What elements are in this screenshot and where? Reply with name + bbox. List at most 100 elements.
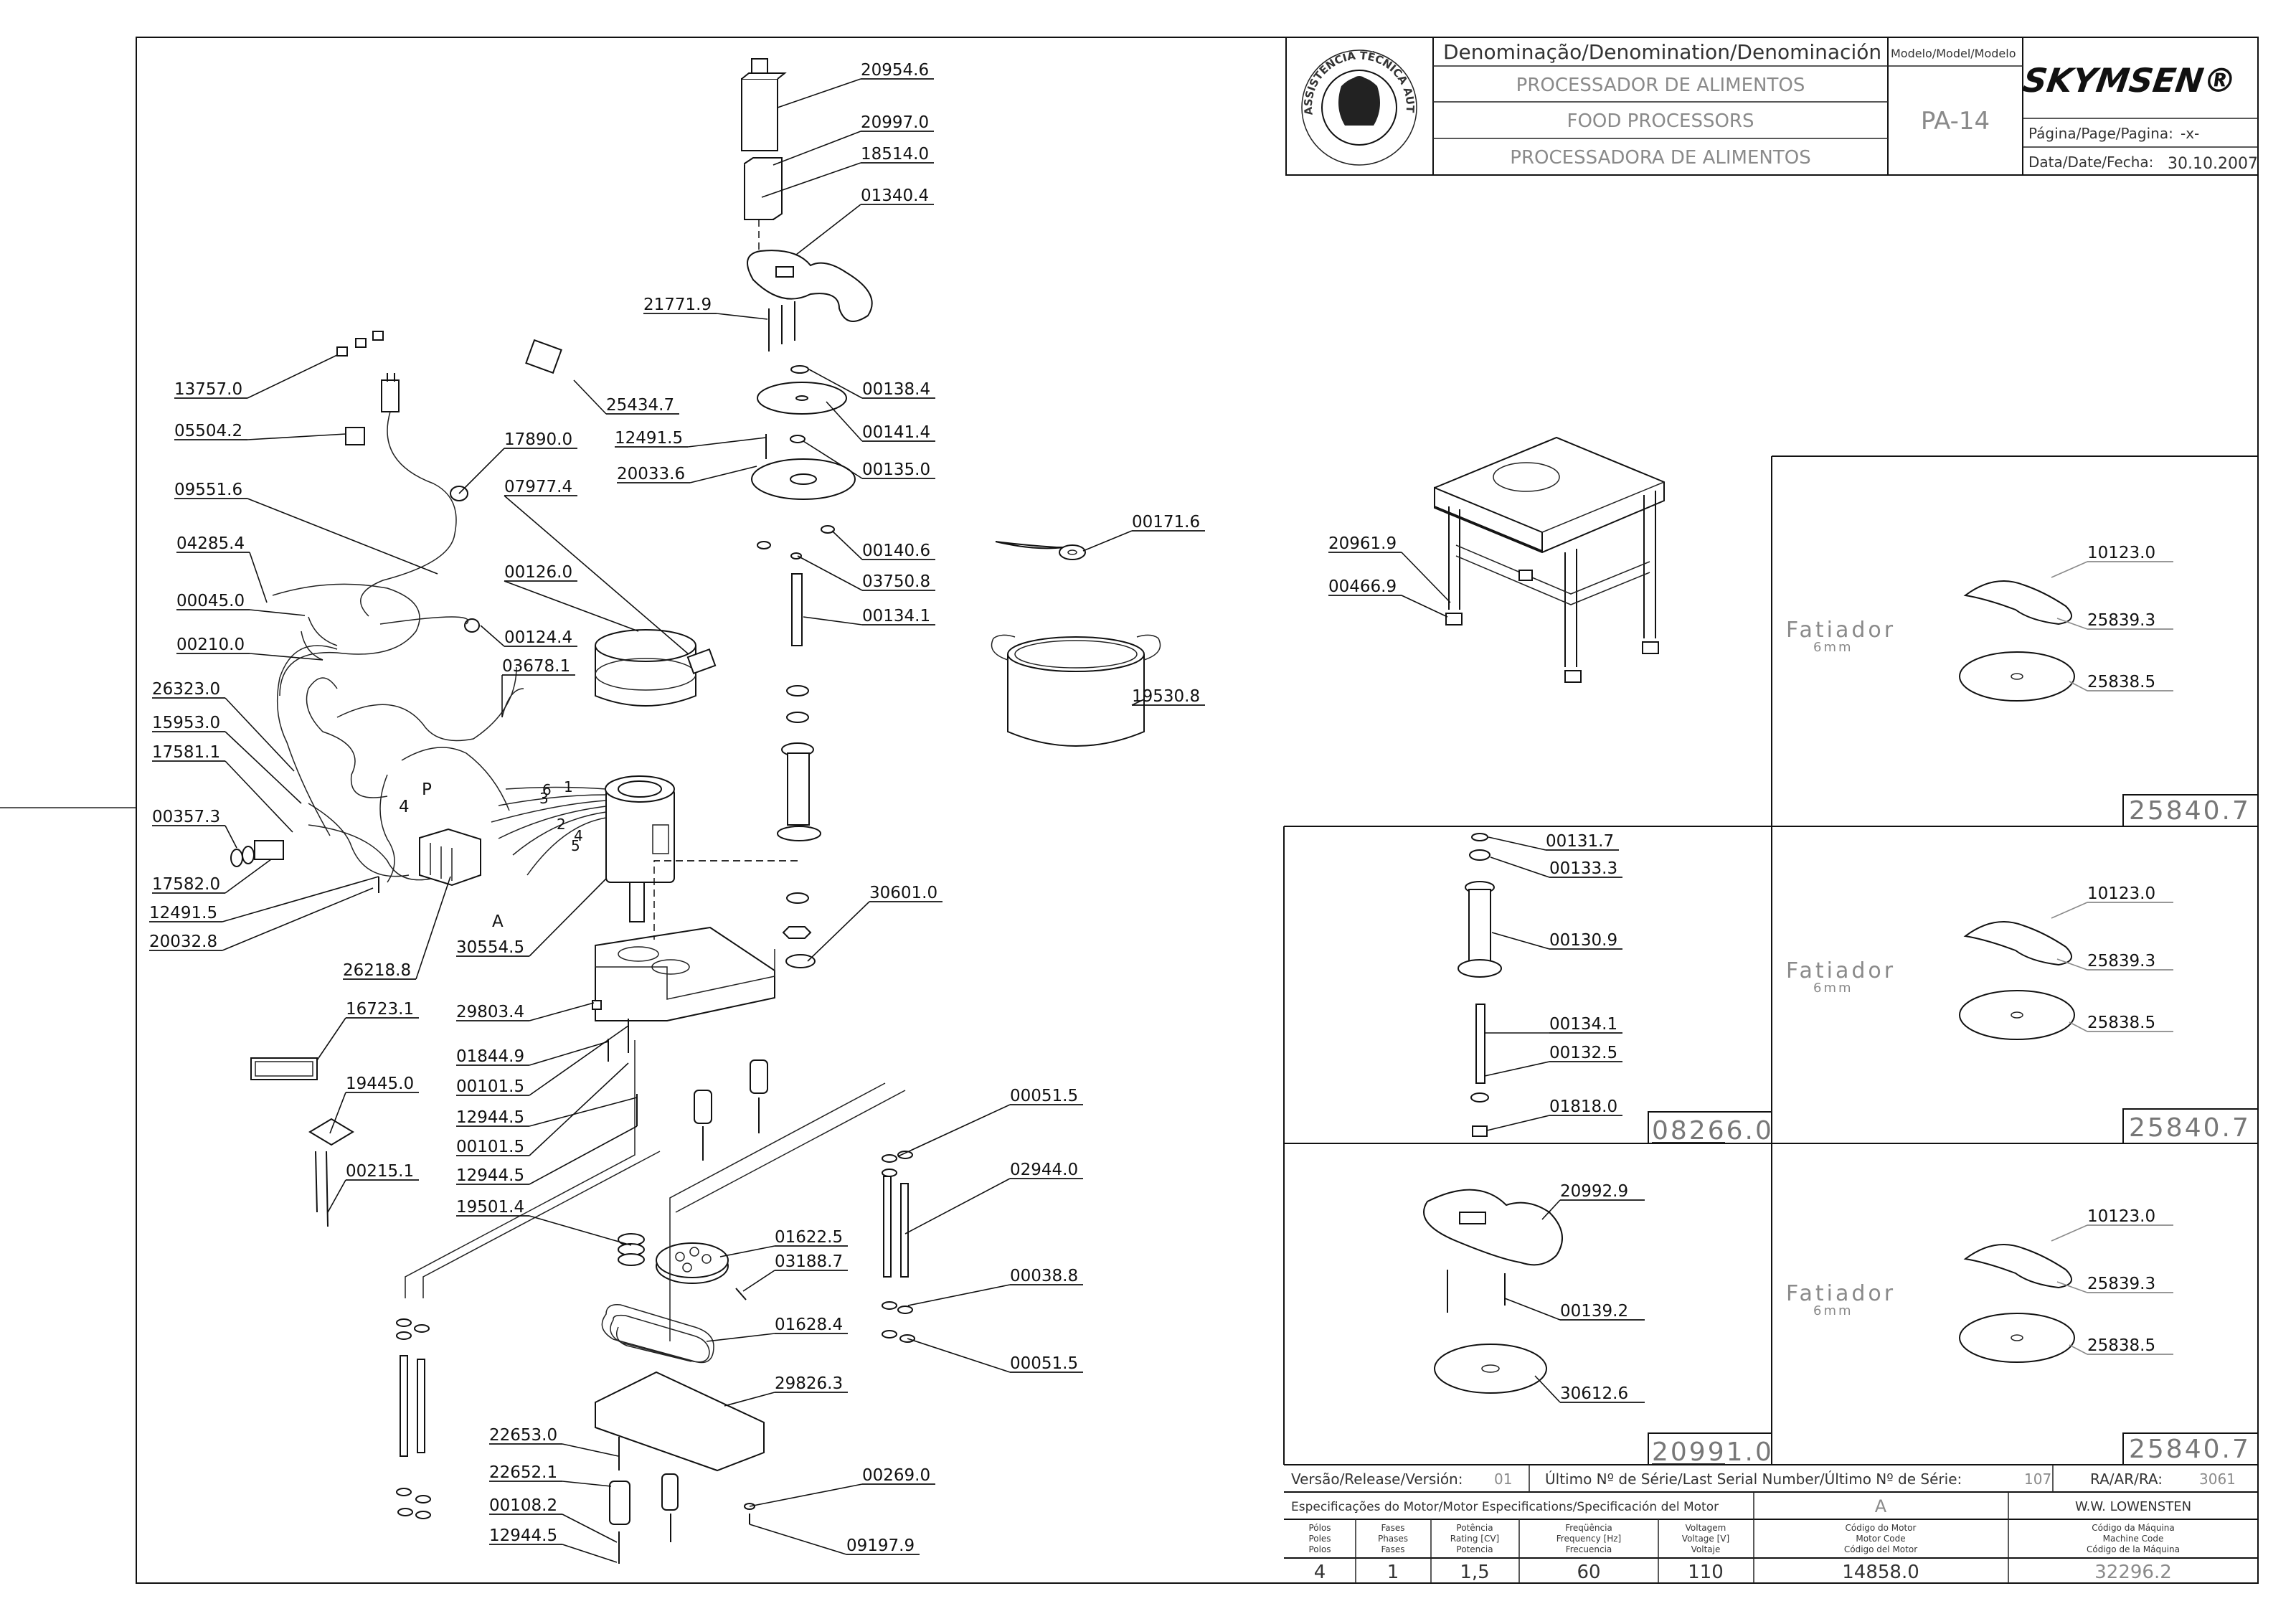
cooking-pot	[991, 634, 1161, 747]
leader-line	[831, 530, 863, 560]
part-number-label: 01844.9	[456, 1047, 524, 1066]
ra-label: RA/AR/RA:	[2090, 1470, 2163, 1488]
part-number-label: 04285.4	[176, 534, 245, 553]
part-number-label: 00101.5	[456, 1077, 524, 1096]
col-poles-1: Pólos	[1308, 1523, 1331, 1533]
col-phases-3: Fases	[1381, 1544, 1404, 1554]
col-machine-code-2: Machine Code	[2103, 1534, 2164, 1544]
leader-line	[222, 876, 379, 922]
fatiador-title: Fatiador	[1786, 958, 1896, 983]
leader-line	[807, 901, 870, 962]
part-number-label: 00126.0	[504, 563, 572, 582]
part-number-label: 00131.7	[1546, 832, 1614, 851]
nameplate	[250, 1057, 318, 1080]
brand-logo: SKYMSEN®	[2021, 61, 2239, 100]
leader-line	[742, 1270, 775, 1292]
leader-line	[1486, 1115, 1550, 1131]
part-number-label: 20032.8	[149, 933, 217, 951]
part-number-label: 25434.7	[606, 396, 674, 415]
part-number-label: 29826.3	[775, 1374, 843, 1393]
leader-line	[2069, 681, 2088, 691]
name-pt: PROCESSADOR DE ALIMENTOS	[1516, 75, 1805, 96]
leader-line	[529, 1062, 629, 1156]
col-motor-code-3: Código del Motor	[1844, 1544, 1917, 1554]
coupling-part	[741, 58, 787, 220]
part-number-label: 00135.0	[862, 461, 930, 479]
leader-line	[773, 131, 861, 166]
part-number-label: 17581.1	[152, 743, 220, 762]
leader-line	[480, 625, 505, 647]
leader-line	[795, 204, 861, 255]
part-number-label: 19530.8	[1132, 687, 1200, 706]
part-number-label: 26218.8	[343, 961, 411, 980]
lower-base-plate	[595, 1371, 765, 1472]
wire-label-p: P	[422, 780, 432, 799]
left-rods	[396, 1318, 431, 1519]
leader-line	[2051, 902, 2088, 919]
leader-line	[719, 1245, 775, 1257]
leader-line	[329, 1092, 346, 1134]
part-number-label: 08266.0	[1652, 1116, 1774, 1146]
col-phases-1: Fases	[1381, 1523, 1404, 1533]
part-number-label: 10123.0	[2087, 1207, 2155, 1226]
leader-line	[706, 1333, 775, 1342]
leader-line	[1488, 836, 1546, 851]
fatiador-box-number: 25840.7	[2129, 796, 2251, 826]
part-number-label: 20954.6	[861, 61, 929, 80]
part-number-label: 00140.6	[862, 542, 930, 560]
model-value: PA-14	[1921, 107, 1990, 136]
leader-line	[458, 448, 505, 494]
part-number-label: 29803.4	[456, 1003, 524, 1021]
name-en: FOOD PROCESSORS	[1567, 110, 1754, 132]
part-number-label: 00466.9	[1328, 577, 1397, 596]
switch-box	[419, 828, 481, 887]
part-number-label: 18514.0	[861, 145, 929, 164]
leader-line	[249, 609, 306, 616]
leader-line	[2051, 561, 2088, 578]
date-label: Data/Date/Fecha:	[2028, 154, 2153, 171]
detail-08266-drawing	[1458, 833, 1502, 1137]
leader-line	[689, 466, 757, 483]
part-number-label: 12944.5	[456, 1108, 524, 1127]
wire-number-1: 1	[564, 778, 573, 796]
leader-lines	[149, 78, 2173, 1563]
leader-line	[1541, 1199, 1561, 1220]
part-number-label: 00139.2	[1560, 1302, 1628, 1321]
leader-line	[1491, 932, 1550, 950]
fatiador-box-number: 25840.7	[2129, 1435, 2251, 1464]
wire-number-5: 5	[571, 837, 580, 854]
leader-line	[1534, 1375, 1561, 1403]
serial-label: Último Nº de Série/Last Serial Number/Úl…	[1545, 1470, 1962, 1488]
part-number-label: 15953.0	[152, 714, 220, 732]
bearing-housing	[777, 742, 821, 841]
part-number-label: 00130.9	[1549, 931, 1617, 950]
leader-line	[803, 440, 863, 479]
leader-line	[249, 552, 268, 603]
motor	[605, 775, 675, 922]
motor-callout-letter: A	[492, 912, 504, 931]
leader-line	[2056, 958, 2088, 971]
main-shaft	[791, 573, 803, 646]
part-number-label: 00101.5	[456, 1138, 524, 1156]
leader-line	[222, 887, 374, 951]
leader-line	[716, 313, 768, 320]
part-number-label: 12944.5	[489, 1526, 557, 1545]
wire-number-6: 6	[542, 781, 552, 798]
part-number-label: 25839.3	[2087, 611, 2155, 630]
svg-text:ASSISTÊNCIA TÉCNICA AUTORIZADA: ASSISTÊNCIA TÉCNICA AUTORIZADA	[0, 0, 1417, 115]
leader-line	[327, 1179, 346, 1213]
footer-table: Versão/Release/Versión: 01 Último Nº de …	[1284, 1465, 2258, 1583]
leader-line	[529, 1041, 609, 1066]
leader-line	[2056, 618, 2088, 630]
col-power-3: Potencia	[1456, 1544, 1493, 1554]
col-power-1: Potência	[1456, 1523, 1493, 1533]
part-number-label: 25838.5	[2087, 673, 2155, 691]
part-number-label: 20997.0	[861, 113, 929, 132]
part-number-label: 09551.6	[174, 481, 242, 499]
part-number-label: 07977.4	[504, 478, 572, 496]
leader-line	[529, 1025, 629, 1096]
leader-line	[529, 878, 607, 957]
part-number-label: 22653.0	[489, 1426, 557, 1445]
